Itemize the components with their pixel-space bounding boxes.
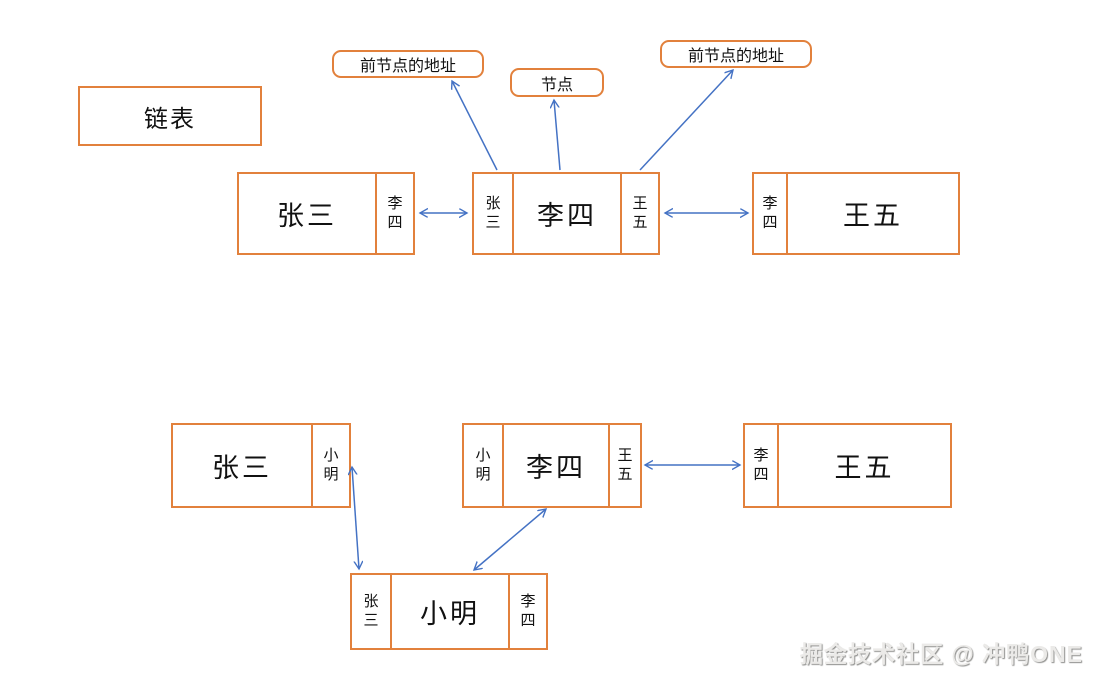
node-next-cell: 小明 — [311, 425, 349, 506]
arrow-value-cell-to-callout-node — [554, 100, 561, 171]
node-lisi-top: 张三 李四 王五 — [472, 172, 660, 255]
arrow-prev-cell-to-callout-left — [452, 81, 498, 171]
node-xiaoming: 张三 小明 李四 — [350, 573, 548, 650]
node-value-cell: 李四 — [502, 425, 608, 506]
node-wangwu-bottom: 李四 王五 — [743, 423, 952, 508]
node-prev-cell: 李四 — [753, 446, 769, 483]
callout-prev-address-right: 前节点的地址 — [660, 40, 812, 68]
arrow-zhangsan-xiaoming-bottom — [352, 467, 359, 569]
callout-node: 节点 — [510, 68, 604, 97]
callout-prev-address-left-label: 前节点的地址 — [359, 58, 456, 75]
node-next-cell: 王五 — [608, 425, 640, 506]
node-lisi-bottom: 小明 李四 王五 — [462, 423, 642, 508]
watermark-text: 掘金技术社区 @ 冲鸭ONE — [799, 641, 1083, 667]
node-prev-cell: 张三 — [363, 592, 379, 629]
node-next-cell: 李四 — [375, 174, 413, 253]
node-zhangsan-bottom: 张三 小明 — [171, 423, 351, 508]
title-box: 链表 — [78, 86, 262, 146]
node-prev-cell: 小明 — [475, 446, 491, 483]
node-value-cell: 李四 — [512, 174, 620, 253]
node-prev-cell: 张三 — [485, 194, 501, 231]
node-value-cell: 小明 — [390, 575, 508, 648]
node-value-cell: 张三 — [212, 453, 272, 483]
node-value-cell: 王五 — [777, 425, 950, 506]
watermark: 掘金技术社区 @ 冲鸭ONE — [800, 635, 1083, 669]
node-wangwu-top: 李四 王五 — [752, 172, 960, 255]
node-next-cell: 王五 — [620, 174, 658, 253]
node-value-cell: 王五 — [786, 174, 958, 253]
callout-prev-address-right-label: 前节点的地址 — [687, 48, 784, 65]
arrow-xiaoming-lisi-bottom — [474, 509, 546, 570]
node-zhangsan-top: 张三 李四 — [237, 172, 415, 255]
node-value-cell: 张三 — [277, 201, 337, 231]
callout-prev-address-left: 前节点的地址 — [332, 50, 484, 78]
node-prev-cell: 李四 — [762, 194, 778, 231]
title-label: 链表 — [144, 105, 196, 133]
node-next-cell: 李四 — [508, 575, 546, 648]
arrow-next-cell-to-callout-right — [639, 70, 733, 171]
callout-node-label: 节点 — [540, 76, 573, 94]
